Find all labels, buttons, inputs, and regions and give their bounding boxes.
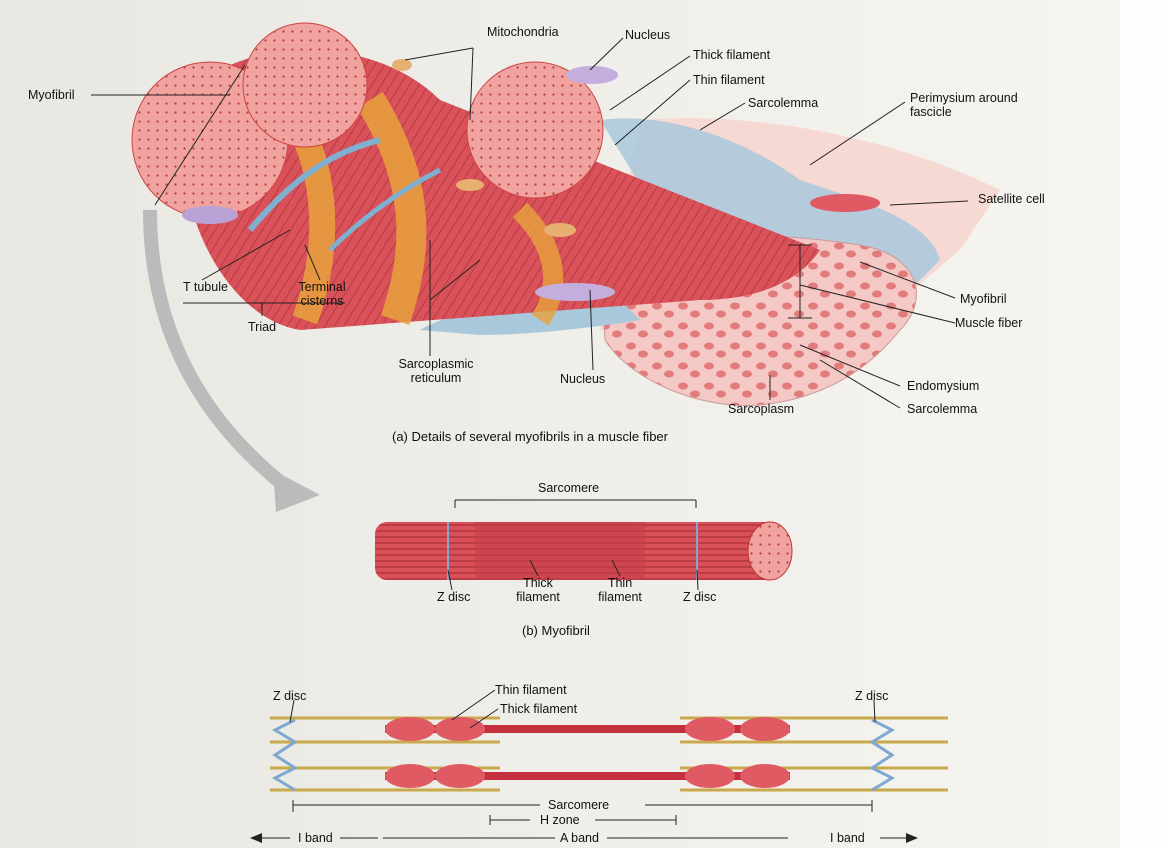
label-myofibril-left: Myofibril bbox=[28, 88, 75, 102]
a-band-region bbox=[475, 522, 645, 580]
label-mitochondria: Mitochondria bbox=[487, 25, 559, 39]
label-a-band: A band bbox=[560, 831, 599, 845]
label-sarcoplasm: Sarcoplasm bbox=[728, 402, 794, 416]
label-thin-filament-c: Thin filament bbox=[495, 683, 567, 697]
label-i-band-right: I band bbox=[830, 831, 865, 845]
caption-a: (a) Details of several myofibrils in a m… bbox=[392, 430, 668, 444]
satellite-cell bbox=[810, 194, 880, 212]
label-triad: Triad bbox=[248, 320, 276, 334]
label-sarcoplasmic-reticulum: Sarcoplasmic reticulum bbox=[390, 357, 482, 385]
label-nucleus-top: Nucleus bbox=[625, 28, 670, 42]
mitochondrion-3 bbox=[544, 223, 576, 237]
label-thick-filament: Thick filament bbox=[693, 48, 770, 62]
label-thick-filament-b: Thick filament bbox=[508, 576, 568, 604]
label-sarcomere-b: Sarcomere bbox=[538, 481, 599, 495]
label-z-disc-b-left: Z disc bbox=[437, 590, 470, 604]
label-sarcolemma-bottom: Sarcolemma bbox=[907, 402, 977, 416]
label-sarcolemma-top: Sarcolemma bbox=[748, 96, 818, 110]
label-h-zone: H zone bbox=[540, 813, 580, 827]
label-thin-filament: Thin filament bbox=[693, 73, 765, 87]
label-thin-filament-b: Thin filament bbox=[590, 576, 650, 604]
label-perimysium: Perimysium around fascicle bbox=[910, 91, 1018, 119]
myofibril-end bbox=[748, 522, 792, 580]
label-t-tubule: T tubule bbox=[183, 280, 228, 294]
label-muscle-fiber: Muscle fiber bbox=[955, 316, 1022, 330]
label-myofibril-right: Myofibril bbox=[960, 292, 1007, 306]
mitochondrion-2 bbox=[456, 179, 484, 191]
mitochondrion-1 bbox=[392, 59, 412, 71]
right-margin bbox=[1120, 0, 1167, 848]
label-satellite-cell: Satellite cell bbox=[978, 192, 1045, 206]
caption-b: (b) Myofibril bbox=[522, 624, 590, 638]
nucleus-blob-1 bbox=[182, 206, 238, 224]
label-i-band-left: I band bbox=[298, 831, 333, 845]
label-z-disc-c-right: Z disc bbox=[855, 689, 888, 703]
myofibril-cylinder bbox=[375, 522, 792, 580]
label-terminal-cisterns: Terminal cisterns bbox=[290, 280, 354, 308]
label-z-disc-c-left: Z disc bbox=[273, 689, 306, 703]
nucleus-blob-2 bbox=[535, 283, 615, 301]
label-sarcomere-c: Sarcomere bbox=[548, 798, 609, 812]
label-thick-filament-c: Thick filament bbox=[500, 702, 577, 716]
label-z-disc-b-right: Z disc bbox=[683, 590, 716, 604]
label-endomysium: Endomysium bbox=[907, 379, 979, 393]
myofibril-cross-section-2 bbox=[243, 23, 367, 147]
label-nucleus-bottom: Nucleus bbox=[560, 372, 605, 386]
